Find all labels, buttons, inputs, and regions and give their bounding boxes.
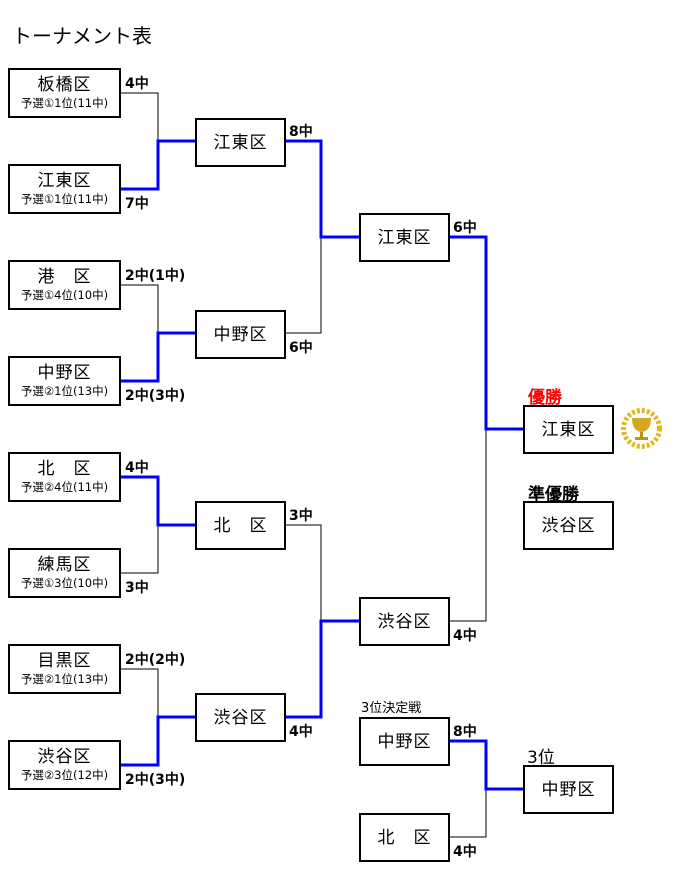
score: 7中 — [125, 196, 149, 212]
team-name: 練馬区 — [37, 555, 92, 575]
loser-line — [121, 92, 159, 141]
team-qualifier: 予選①1位(11中) — [20, 192, 109, 206]
score: 4中 — [453, 844, 477, 860]
team-name: 渋谷区 — [541, 515, 596, 536]
winner-line — [121, 139, 195, 191]
score: 3中 — [289, 508, 313, 524]
team-box-semi-shibuya: 渋谷区 — [359, 597, 450, 646]
loser-line — [449, 789, 487, 838]
team-box-nakano: 中野区予選②1位(13中) — [8, 356, 121, 406]
score: 2中(3中) — [125, 772, 186, 788]
team-name: 目黒区 — [37, 651, 92, 671]
team-name: 中野区 — [541, 779, 596, 800]
team-name: 渋谷区 — [377, 611, 432, 632]
score: 6中 — [453, 220, 477, 236]
winner-line — [121, 475, 195, 527]
team-name: 北 区 — [377, 827, 432, 848]
loser-line — [285, 237, 322, 334]
score: 6中 — [289, 340, 313, 356]
winner-line — [285, 139, 359, 239]
loser-line — [121, 525, 159, 574]
score: 4中 — [289, 724, 313, 740]
winner-line — [285, 619, 359, 719]
team-qualifier: 予選①1位(11中) — [20, 96, 109, 110]
team-box-r2-kita: 北 区 — [195, 501, 286, 550]
team-qualifier: 予選②3位(12中) — [20, 768, 109, 782]
team-name: 江東区 — [377, 227, 432, 248]
team-qualifier: 予選②4位(11中) — [20, 480, 109, 494]
team-box-r2-shibuya: 渋谷区 — [195, 693, 286, 742]
team-box-meguro: 目黒区予選②1位(13中) — [8, 644, 121, 694]
team-box-koto: 江東区予選①1位(11中) — [8, 164, 121, 214]
third-place-box: 中野区 — [523, 765, 614, 814]
team-name: 中野区 — [37, 363, 92, 383]
team-box-minato: 港 区予選①4位(10中) — [8, 260, 121, 310]
trophy-icon — [620, 407, 663, 450]
team-name: 江東区 — [541, 419, 596, 440]
score: 8中 — [289, 124, 313, 140]
team-box-r2-koto: 江東区 — [195, 118, 286, 167]
loser-line — [121, 668, 159, 717]
team-qualifier: 予選②1位(13中) — [20, 384, 109, 398]
score: 4中 — [125, 460, 149, 476]
score: 3中 — [125, 580, 149, 596]
team-name: 渋谷区 — [213, 707, 268, 728]
team-box-shibuya: 渋谷区予選②3位(12中) — [8, 740, 121, 790]
score: 2中(3中) — [125, 388, 186, 404]
team-qualifier: 予選①3位(10中) — [20, 576, 109, 590]
runner-up-label: 準優勝 — [528, 485, 579, 505]
score: 4中 — [125, 76, 149, 92]
team-name: 中野区 — [213, 324, 268, 345]
team-name: 渋谷区 — [37, 747, 92, 767]
team-name: 板橋区 — [37, 75, 92, 95]
team-box-kita: 北 区予選②4位(11中) — [8, 452, 121, 502]
team-name: 江東区 — [37, 171, 92, 191]
team-box-semi-koto: 江東区 — [359, 213, 450, 262]
team-box-r2-nakano: 中野区 — [195, 310, 286, 359]
winner-line — [121, 331, 195, 383]
team-qualifier: 予選②1位(13中) — [20, 672, 109, 686]
third-label: 3位 — [527, 748, 555, 768]
team-box-3rd-nakano: 中野区 — [359, 717, 450, 766]
score: 4中 — [453, 628, 477, 644]
loser-line — [449, 429, 487, 622]
runner-up-box: 渋谷区 — [523, 501, 614, 550]
team-box-itabashi: 板橋区予選①1位(11中) — [8, 68, 121, 118]
third-place-match-label: 3位決定戦 — [361, 701, 422, 716]
winner-line — [121, 715, 195, 767]
winner-line — [449, 235, 523, 431]
team-name: 北 区 — [213, 515, 268, 536]
winner-line — [449, 739, 523, 791]
team-name: 中野区 — [377, 731, 432, 752]
loser-line — [285, 524, 322, 621]
loser-line — [121, 284, 159, 333]
team-name: 江東区 — [213, 132, 268, 153]
page-title: トーナメント表 — [12, 24, 152, 48]
champion-box: 江東区 — [523, 405, 614, 454]
team-name: 港 区 — [37, 267, 92, 287]
score: 2中(1中) — [125, 268, 186, 284]
score: 8中 — [453, 724, 477, 740]
score: 2中(2中) — [125, 652, 186, 668]
team-name: 北 区 — [37, 459, 92, 479]
team-box-3rd-kita: 北 区 — [359, 813, 450, 862]
team-qualifier: 予選①4位(10中) — [20, 288, 109, 302]
champion-label: 優勝 — [528, 388, 562, 408]
team-box-nerima: 練馬区予選①3位(10中) — [8, 548, 121, 598]
